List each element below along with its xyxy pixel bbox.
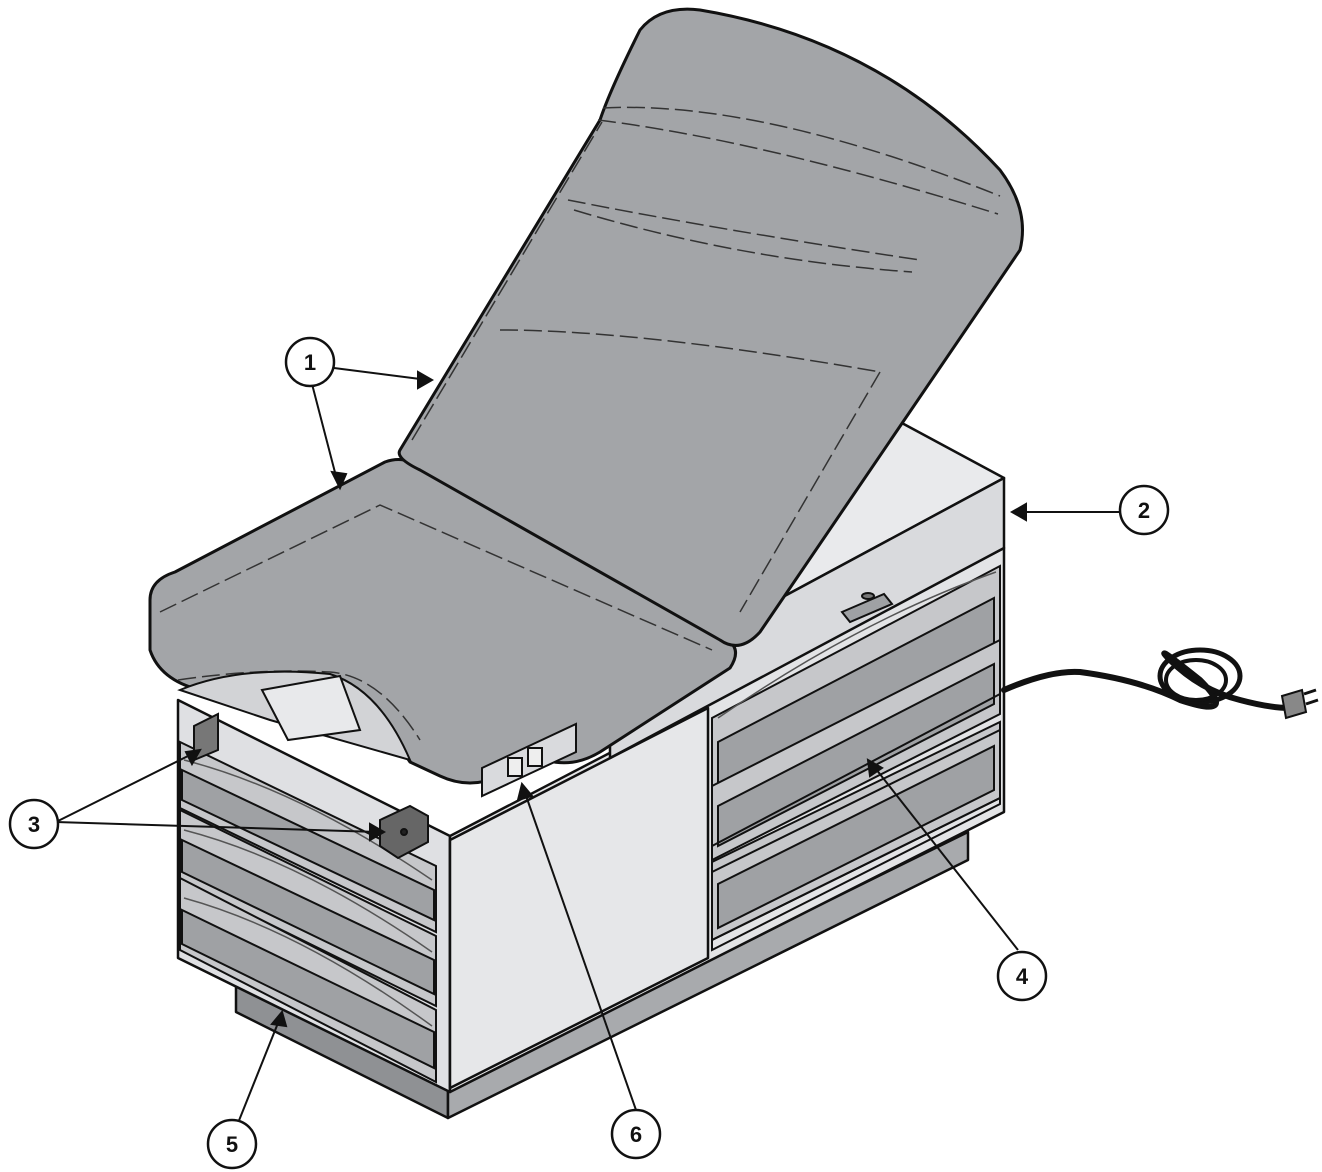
callout-5-label: 5	[226, 1132, 238, 1157]
side-drawers	[711, 564, 1001, 952]
callout-4: 4	[996, 950, 1048, 1002]
callout-4-label: 4	[1016, 964, 1029, 989]
front-drawers	[179, 740, 437, 1084]
callout-1: 1	[284, 336, 336, 388]
stirrup-clips	[193, 712, 429, 860]
foot-shelf	[177, 670, 412, 762]
leader-lines	[55, 367, 1120, 1129]
callout-6-label: 6	[630, 1122, 642, 1147]
callout-2: 2	[1118, 484, 1170, 536]
callout-1-label: 1	[304, 350, 316, 375]
callout-2-label: 2	[1138, 498, 1150, 523]
plug	[1280, 688, 1319, 720]
stirrup-handle	[840, 592, 894, 624]
backrest	[397, 7, 1024, 647]
power-outlet	[481, 722, 577, 798]
callout-3-label: 3	[28, 812, 40, 837]
callout-5: 5	[206, 1118, 258, 1170]
power-cord	[1001, 647, 1293, 711]
callout-6: 6	[610, 1108, 662, 1160]
callout-3: 3	[8, 798, 60, 850]
